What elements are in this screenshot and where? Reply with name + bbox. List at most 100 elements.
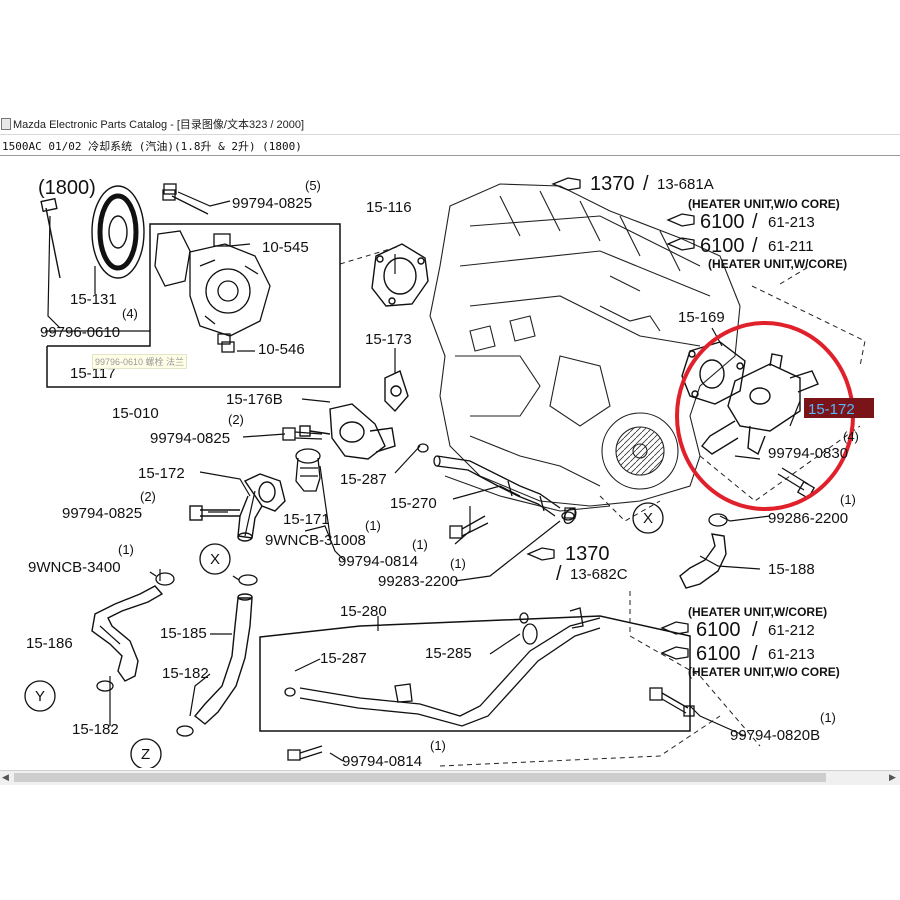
clamp-15-182-a[interactable] <box>96 680 114 692</box>
label-99286-2200[interactable]: 99286-2200 <box>768 510 848 527</box>
hose-15-188[interactable] <box>679 533 727 589</box>
qty-1-f: (1) <box>840 492 856 507</box>
ref-6100-b[interactable]: 6100 <box>700 235 745 257</box>
label-15-188[interactable]: 15-188 <box>768 561 815 578</box>
circle-label-z: Z <box>141 746 150 763</box>
window-titlebar[interactable]: Mazda Electronic Parts Catalog - [目录图像/文… <box>0 112 900 135</box>
qty-1-e: (1) <box>430 738 446 753</box>
ref-slash-b: / <box>752 211 758 233</box>
label-15-117[interactable]: 15-117 <box>70 365 116 382</box>
scroll-right-icon[interactable]: ▶ <box>889 772 896 782</box>
water-pump-assembly[interactable] <box>154 189 271 345</box>
label-15-280[interactable]: 15-280 <box>340 603 387 620</box>
label-10-545[interactable]: 10-545 <box>262 239 309 256</box>
label-9WNCB-31008[interactable]: 9WNCB-31008 <box>265 532 366 549</box>
clamp-9WNCB-3400[interactable] <box>149 571 175 586</box>
label-1800: (1800) <box>38 177 96 199</box>
label-15-182-a[interactable]: 15-182 <box>162 665 209 682</box>
ref-slash-a: / <box>643 173 649 195</box>
ref-1370-b[interactable]: 1370 <box>565 543 610 565</box>
bolt-99794-0825-a[interactable] <box>163 183 177 195</box>
bolt-99794-0830[interactable] <box>777 467 816 500</box>
pipe-15-270[interactable] <box>417 443 575 521</box>
label-15-176B[interactable]: 15-176B <box>226 391 283 408</box>
ref-slash-c: / <box>752 235 758 257</box>
label-15-287-a[interactable]: 15-287 <box>340 471 387 488</box>
label-selected-part[interactable]: 15-172 <box>808 401 855 418</box>
ref-1370-a[interactable]: 1370 <box>590 173 635 195</box>
label-15-169[interactable]: 15-169 <box>678 309 725 326</box>
bolt-99794-0825-b[interactable] <box>282 427 323 441</box>
label-15-182-b[interactable]: 15-182 <box>72 721 119 738</box>
bolt-99794-0820B[interactable] <box>649 687 695 717</box>
hose-15-186[interactable] <box>91 585 164 682</box>
selected-part-highlight[interactable] <box>804 398 874 418</box>
thermostat-15-171[interactable] <box>295 448 321 492</box>
note-heater-w-core-b: (HEATER UNIT,W/CORE) <box>688 605 827 619</box>
qty-4: (4) <box>122 306 138 321</box>
bolt-near-15-270[interactable] <box>564 507 576 519</box>
ref-13-681A[interactable]: 13-681A <box>657 176 714 193</box>
gasket-15-116[interactable] <box>371 243 429 307</box>
app-icon <box>1 118 11 130</box>
hover-tooltip: 99796-0610 螺栓 法兰 <box>92 354 188 369</box>
clamp-15-182-b[interactable] <box>176 725 194 737</box>
qty-2-b: (2) <box>140 489 156 504</box>
label-99794-0825-a[interactable]: 99794-0825 <box>232 195 312 212</box>
gasket-15-173[interactable] <box>384 370 409 413</box>
label-99794-0825-c[interactable]: 99794-0825 <box>62 505 142 522</box>
ref-61-213-b[interactable]: 61-213 <box>768 646 815 663</box>
label-15-270[interactable]: 15-270 <box>390 495 437 512</box>
parts-diagram[interactable]: (1800) (5) 99794-0825 15-116 10-545 15-1… <box>0 156 900 768</box>
horizontal-scrollbar[interactable]: ◀ ▶ <box>0 770 900 785</box>
ref-61-211[interactable]: 61-211 <box>768 238 814 255</box>
ref-6100-c[interactable]: 6100 <box>696 619 741 641</box>
plug-10-546[interactable] <box>221 341 235 353</box>
label-15-285[interactable]: 15-285 <box>425 645 472 662</box>
label-99794-0825-b[interactable]: 99794-0825 <box>150 430 230 447</box>
label-9WNCB-3400[interactable]: 9WNCB-3400 <box>28 559 121 576</box>
label-15-010[interactable]: 15-010 <box>112 405 159 422</box>
circle-label-y: Y <box>35 688 45 705</box>
scroll-left-icon[interactable]: ◀ <box>2 772 9 782</box>
pipe-15-280[interactable] <box>284 607 601 727</box>
label-99796-0610[interactable]: 99796-0610 <box>40 324 120 341</box>
label-15-173[interactable]: 15-173 <box>365 331 412 348</box>
reference-circles <box>24 502 664 768</box>
label-15-186[interactable]: 15-186 <box>26 635 73 652</box>
qty-1-d: (1) <box>118 542 134 557</box>
qty-1-g: (1) <box>820 710 836 725</box>
label-15-287-b[interactable]: 15-287 <box>320 650 367 667</box>
ref-13-682C[interactable]: 13-682C <box>570 566 628 583</box>
pulley-15-131[interactable] <box>40 185 145 279</box>
label-15-171[interactable]: 15-171 <box>283 511 330 528</box>
label-15-172[interactable]: 15-172 <box>138 465 185 482</box>
ref-6100-d[interactable]: 6100 <box>696 643 741 665</box>
clamp-15-285[interactable] <box>522 623 538 645</box>
outlet-15-172[interactable] <box>189 473 286 542</box>
note-heater-wo-core-a: (HEATER UNIT,W/O CORE) <box>688 197 840 211</box>
hose-15-185[interactable] <box>194 593 253 725</box>
clamp-99286-2200[interactable] <box>708 513 728 527</box>
clamp-9WNCB-31008[interactable] <box>232 574 258 586</box>
engine-block-drawing <box>429 183 741 512</box>
thermostat-housing-15-176B[interactable] <box>299 403 396 460</box>
ref-61-213-a[interactable]: 61-213 <box>768 214 815 231</box>
label-15-185[interactable]: 15-185 <box>160 625 207 642</box>
label-99794-0820B[interactable]: 99794-0820B <box>730 727 820 744</box>
label-10-546[interactable]: 10-546 <box>258 341 305 358</box>
label-15-131[interactable]: 15-131 <box>70 291 117 308</box>
ref-slash-e: / <box>752 619 758 641</box>
bolt-99794-0814-b[interactable] <box>287 745 323 761</box>
bolt-99794-0814-a[interactable] <box>449 515 489 539</box>
label-99794-0814-a[interactable]: 99794-0814 <box>338 553 418 570</box>
ref-6100-a[interactable]: 6100 <box>700 211 745 233</box>
scrollbar-thumb[interactable] <box>14 773 826 782</box>
label-15-116[interactable]: 15-116 <box>366 199 412 216</box>
water-outlet-housing-15-17Z[interactable] <box>701 353 819 456</box>
label-99794-0830[interactable]: 99794-0830 <box>768 445 848 462</box>
label-99283-2200[interactable]: 99283-2200 <box>378 573 458 590</box>
label-99794-0814-b[interactable]: 99794-0814 <box>342 753 422 768</box>
ref-61-212[interactable]: 61-212 <box>768 622 815 639</box>
